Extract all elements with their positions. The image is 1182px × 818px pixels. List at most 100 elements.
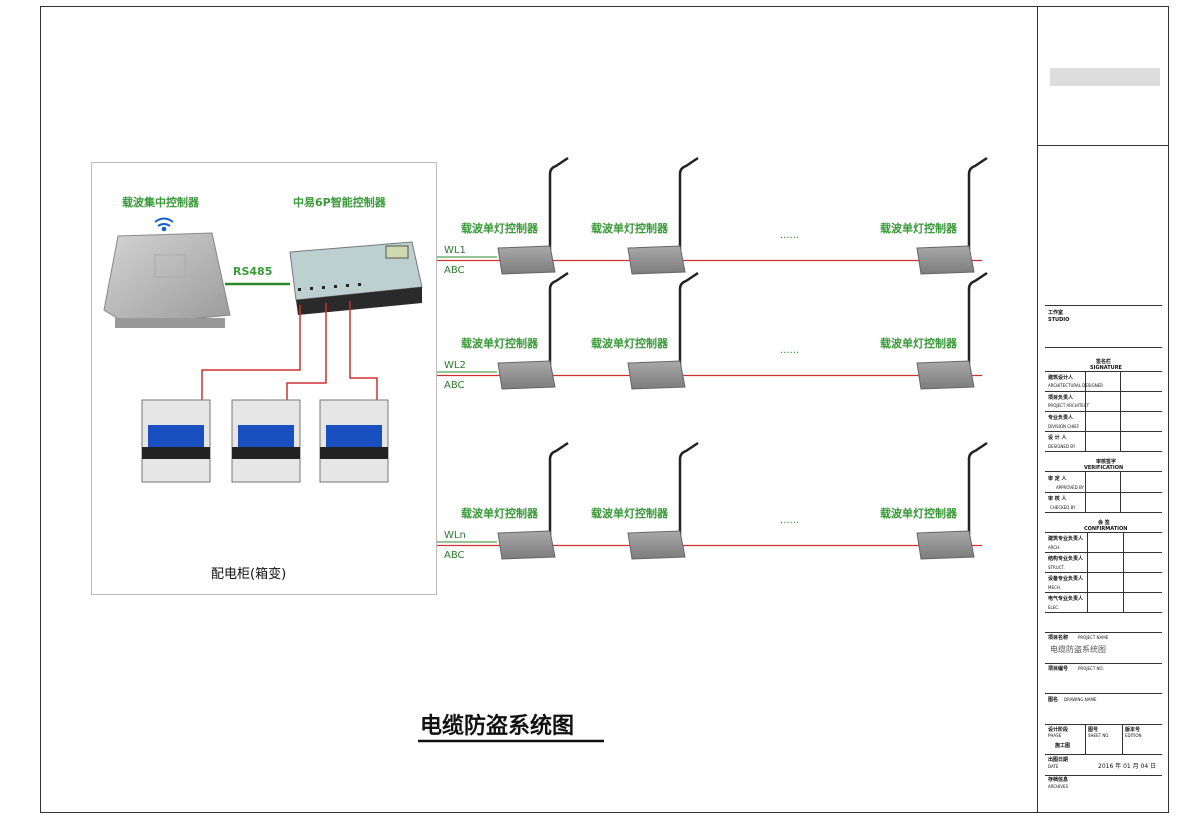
controller-box: [627, 360, 686, 390]
title-block: [1037, 68, 1168, 776]
svg-text:DRAWING NAME: DRAWING NAME: [1064, 697, 1097, 702]
svg-text:审 核 人: 审 核 人: [1048, 495, 1067, 502]
ellipsis: ......: [780, 230, 799, 241]
single-lamp-controller: 载波单灯控制器: [461, 156, 569, 275]
controller-label: 载波单灯控制器: [880, 221, 958, 235]
svg-text:图名: 图名: [1048, 696, 1058, 703]
single-lamp-controller: 载波单灯控制器: [880, 271, 988, 390]
lamp-pole-icon: [967, 271, 988, 365]
smart-controller-device: [289, 241, 423, 315]
concentrator-label: 载波集中控制器: [122, 195, 200, 209]
svg-text:ARCHIVES: ARCHIVES: [1048, 784, 1069, 789]
contactor-3: [319, 399, 389, 483]
controller-box: [497, 245, 556, 275]
feeder-line-wl2: WL2ABC......载波单灯控制器载波单灯控制器载波单灯控制器: [437, 271, 988, 391]
svg-text:PROJECT NO.: PROJECT NO.: [1078, 666, 1104, 671]
line-name: WL2: [444, 360, 466, 371]
controller-box: [627, 530, 686, 560]
ellipsis: ......: [780, 515, 799, 526]
single-lamp-controller: 载波单灯控制器: [591, 271, 699, 390]
svg-text:会 签: 会 签: [1097, 519, 1111, 526]
lamp-pole-icon: [678, 271, 699, 365]
controller-box: [916, 245, 975, 275]
svg-text:设计阶段: 设计阶段: [1048, 726, 1068, 733]
controller-label: 载波单灯控制器: [591, 336, 669, 350]
svg-text:STUDIO: STUDIO: [1048, 317, 1069, 323]
svg-text:2016 年 01 月 04 日: 2016 年 01 月 04 日: [1098, 762, 1156, 770]
svg-text:建筑设计人: 建筑设计人: [1047, 374, 1074, 381]
drawing-title: 电缆防盗系统图: [420, 713, 574, 739]
cabinet-label: 配电柜(箱变): [211, 566, 286, 582]
svg-text:VERIFICATION: VERIFICATION: [1084, 465, 1123, 471]
lamp-pole-icon: [678, 441, 699, 535]
contactor-2: [231, 399, 301, 483]
svg-text:项目名称: 项目名称: [1048, 634, 1068, 641]
svg-text:DATE: DATE: [1048, 764, 1059, 769]
single-lamp-controller: 载波单灯控制器: [880, 156, 988, 275]
svg-text:设备专业负责人: 设备专业负责人: [1048, 575, 1084, 582]
svg-text:PHASE: PHASE: [1048, 733, 1062, 738]
controller-box: [497, 530, 556, 560]
svg-text:EDITION: EDITION: [1125, 733, 1142, 738]
svg-text:ARCH.: ARCH.: [1048, 545, 1060, 550]
svg-text:SHEET NO.: SHEET NO.: [1088, 733, 1110, 738]
svg-text:电气专业负责人: 电气专业负责人: [1048, 595, 1084, 602]
controller-box: [497, 360, 556, 390]
line-phase: ABC: [444, 380, 465, 391]
svg-text:APPROVED BY: APPROVED BY: [1056, 485, 1085, 490]
controller-label: 载波单灯控制器: [461, 221, 539, 235]
ellipsis: ......: [780, 345, 799, 356]
svg-text:审核签字: 审核签字: [1096, 458, 1116, 465]
svg-text:项目负责人: 项目负责人: [1048, 394, 1074, 401]
svg-text:版本号: 版本号: [1125, 726, 1140, 733]
cabinet-panel: [91, 162, 437, 595]
rs485-label: RS485: [233, 265, 272, 278]
smart-controller-label: 中易6P智能控制器: [293, 195, 387, 209]
svg-text:MECH.: MECH.: [1048, 585, 1061, 590]
svg-text:专业负责人: 专业负责人: [1048, 414, 1074, 421]
line-name: WL1: [444, 245, 466, 256]
svg-text:项目编号: 项目编号: [1048, 665, 1068, 672]
svg-text:STRUCT.: STRUCT.: [1048, 565, 1065, 570]
svg-text:施工图: 施工图: [1054, 742, 1070, 749]
single-lamp-controller: 载波单灯控制器: [880, 441, 988, 560]
sheet-border: [40, 6, 1169, 813]
svg-text:DIVISION CHIEF: DIVISION CHIEF: [1048, 424, 1080, 429]
svg-text:图号: 图号: [1088, 726, 1098, 733]
concentrator-device: [103, 232, 231, 328]
lamp-pole-icon: [548, 441, 569, 535]
controller-box: [916, 360, 975, 390]
svg-text:DESIGNED BY: DESIGNED BY: [1048, 444, 1076, 449]
contactor-wiring: [201, 301, 378, 410]
svg-text:存档信息: 存档信息: [1047, 776, 1068, 783]
lamp-pole-icon: [678, 156, 699, 250]
controller-label: 载波单灯控制器: [591, 506, 669, 520]
svg-text:电缆防盗系统图: 电缆防盗系统图: [1050, 644, 1106, 654]
single-lamp-controller: 载波单灯控制器: [591, 441, 699, 560]
feeder-line-wln: WLnABC......载波单灯控制器载波单灯控制器载波单灯控制器: [437, 441, 988, 561]
controller-label: 载波单灯控制器: [591, 221, 669, 235]
svg-text:结构专业负责人: 结构专业负责人: [1048, 555, 1084, 562]
wifi-icon: [154, 217, 174, 232]
svg-text:工作室: 工作室: [1048, 309, 1063, 316]
line-phase: ABC: [444, 265, 465, 276]
svg-text:PROJECT NAME: PROJECT NAME: [1078, 635, 1109, 640]
svg-text:CONFIRMATION: CONFIRMATION: [1084, 526, 1127, 532]
single-lamp-controller: 载波单灯控制器: [461, 441, 569, 560]
svg-text:ARCHITECTURAL DESIGNER: ARCHITECTURAL DESIGNER: [1048, 383, 1103, 388]
lamp-pole-icon: [967, 156, 988, 250]
svg-text:设 计 人: 设 计 人: [1048, 434, 1067, 441]
lamp-pole-icon: [967, 441, 988, 535]
controller-label: 载波单灯控制器: [880, 336, 958, 350]
line-name: WLn: [444, 530, 466, 541]
controller-label: 载波单灯控制器: [880, 506, 958, 520]
svg-text:PROJECT ARCHITECT: PROJECT ARCHITECT: [1048, 403, 1090, 408]
contactor-1: [141, 399, 211, 483]
svg-text:出图日期: 出图日期: [1048, 756, 1068, 763]
controller-box: [627, 245, 686, 275]
single-lamp-controller: 载波单灯控制器: [461, 271, 569, 390]
